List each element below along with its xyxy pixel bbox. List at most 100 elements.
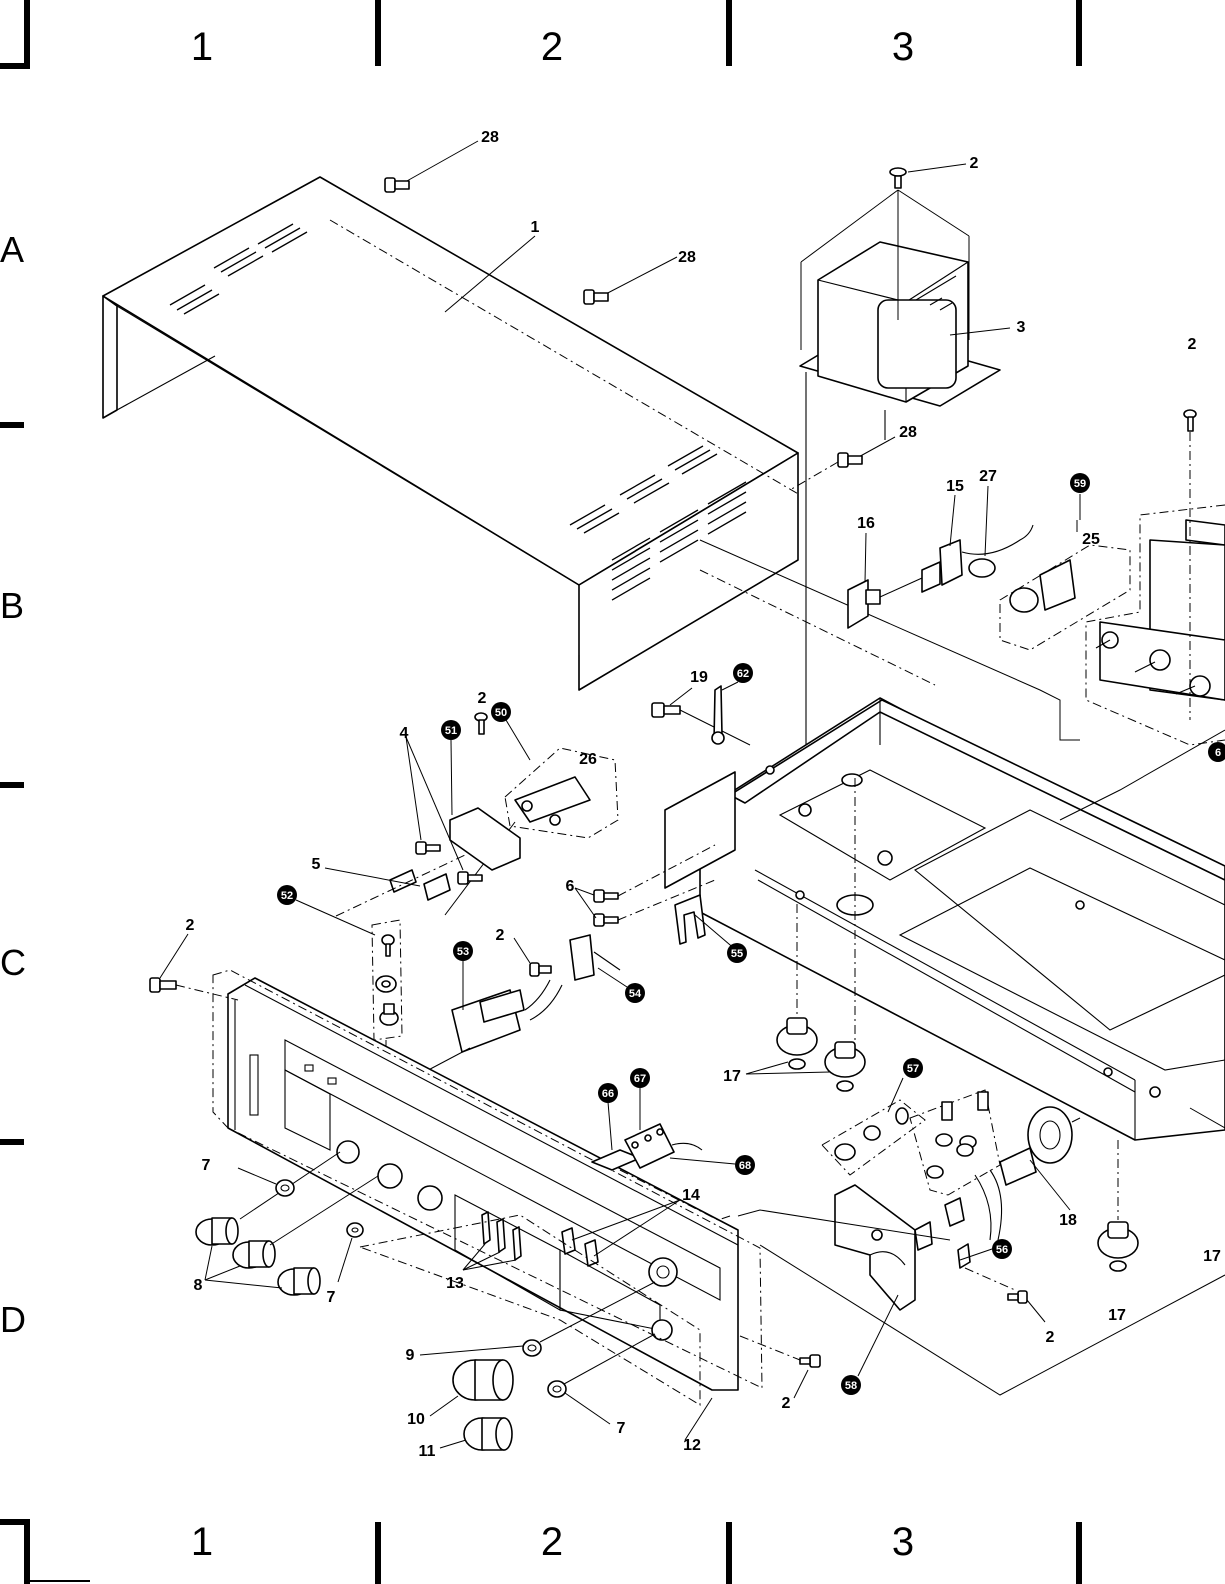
label-16: 16 <box>857 515 875 532</box>
label-18: 18 <box>1059 1212 1077 1229</box>
screw-19 <box>652 703 750 745</box>
terminal-26-group <box>505 748 618 838</box>
numbered-callout-icon: 51 <box>441 720 461 740</box>
svg-text:62: 62 <box>737 668 749 680</box>
connector-5 <box>390 870 450 900</box>
cross-recessed-screw-icon <box>794 1355 820 1398</box>
label-25: 25 <box>1082 531 1100 548</box>
numbered-callout-icon: 62 <box>733 663 753 683</box>
screw-6a <box>594 890 618 902</box>
numbered-callout-icon: 67 <box>630 1068 650 1088</box>
label-26: 26 <box>579 751 597 768</box>
svg-text:55: 55 <box>731 948 743 960</box>
knob-8c <box>278 1268 320 1295</box>
bracket-51 <box>450 808 520 870</box>
label-12: 12 <box>683 1437 701 1454</box>
svg-text:67: 67 <box>634 1073 646 1085</box>
svg-text:50: 50 <box>495 707 507 719</box>
cross-recessed-screw-icon <box>150 978 238 1000</box>
rubber-foot <box>1098 1222 1138 1271</box>
nut-7a <box>276 1180 294 1196</box>
label-10: 10 <box>407 1411 425 1428</box>
cross-recessed-screw-icon <box>514 938 551 976</box>
label-11: 11 <box>419 1443 436 1460</box>
label-15: 15 <box>946 478 964 495</box>
label-8: 8 <box>194 1277 203 1294</box>
knob-assembly-52 <box>372 920 402 1040</box>
label-4: 4 <box>400 725 409 742</box>
cross-recessed-screw-icon <box>890 164 966 188</box>
label-2: 2 <box>186 917 195 934</box>
numbered-callout-icon: 59 <box>1070 473 1090 493</box>
svg-text:53: 53 <box>457 946 469 958</box>
knob-assembly-57 <box>822 1100 925 1175</box>
numbered-callout-icon: 57 <box>903 1058 923 1078</box>
knob-10 <box>453 1360 513 1400</box>
label-7: 7 <box>202 1157 211 1174</box>
cross-recessed-screw-icon <box>385 141 478 192</box>
label-14: 14 <box>682 1187 700 1204</box>
rubber-foot <box>777 1018 817 1069</box>
grid-col-2-top: 2 <box>541 25 563 69</box>
numbered-callout-icon: 50 <box>491 702 511 722</box>
label-19: 19 <box>690 669 708 686</box>
numbered-callout-icon: 56 <box>992 1239 1012 1259</box>
bracket-58 <box>835 1185 915 1310</box>
grid-row-c: C <box>0 942 26 983</box>
cross-recessed-screw-icon <box>1008 1291 1045 1322</box>
label-2: 2 <box>496 927 505 944</box>
grid-col-1-bottom: 1 <box>191 1520 213 1564</box>
grid-col-3-top: 3 <box>892 25 914 69</box>
label-2: 2 <box>1188 336 1197 353</box>
label-28: 28 <box>481 129 499 146</box>
svg-text:52: 52 <box>281 890 293 902</box>
switch-15 <box>922 540 962 592</box>
svg-text:56: 56 <box>996 1244 1008 1256</box>
numbered-callout-icon: 58 <box>841 1375 861 1395</box>
grid-row-a: A <box>0 229 24 270</box>
svg-text:6: 6 <box>1215 747 1221 759</box>
svg-text:58: 58 <box>845 1380 857 1392</box>
grid-row-d: D <box>0 1299 26 1340</box>
numbered-callout-icon: 52 <box>277 885 297 905</box>
clip-54 <box>570 935 620 980</box>
label-7: 7 <box>327 1289 336 1306</box>
label-6: 6 <box>566 878 575 895</box>
numbered-callout-icon: 66 <box>598 1083 618 1103</box>
numbered-callout-icon: 68 <box>735 1155 755 1175</box>
label-2: 2 <box>478 690 487 707</box>
label-17: 17 <box>1108 1307 1126 1324</box>
label-2: 2 <box>1046 1329 1055 1346</box>
numbered-callout-icon: 55 <box>727 943 747 963</box>
label-2: 2 <box>970 155 979 172</box>
cross-recessed-screw-icon <box>475 713 487 734</box>
label-17: 17 <box>1203 1248 1221 1265</box>
switch-group-56 <box>910 1090 1000 1268</box>
svg-text:66: 66 <box>602 1088 614 1100</box>
label-1: 1 <box>531 219 540 236</box>
label-9: 9 <box>406 1347 415 1364</box>
grid-col-1-top: 1 <box>191 25 213 69</box>
label-28: 28 <box>678 249 696 266</box>
knob-8b <box>233 1241 275 1268</box>
screw-6b <box>594 914 618 926</box>
svg-text:57: 57 <box>907 1063 919 1075</box>
label-7: 7 <box>617 1420 626 1437</box>
numbered-callout-icon: 6 <box>1208 742 1225 762</box>
nut-7c <box>548 1381 566 1397</box>
switch-16 <box>848 580 880 628</box>
bracket-62 <box>712 686 724 744</box>
label-2: 2 <box>782 1395 791 1412</box>
knob-8a <box>196 1218 238 1245</box>
svg-text:59: 59 <box>1074 478 1086 490</box>
label-3: 3 <box>1017 319 1026 336</box>
label-17: 17 <box>723 1068 741 1085</box>
grid-col-2-bottom: 2 <box>541 1520 563 1564</box>
svg-text:54: 54 <box>629 988 642 1000</box>
knob-11 <box>464 1418 512 1450</box>
label-5: 5 <box>312 856 321 873</box>
svg-text:68: 68 <box>739 1160 751 1172</box>
component-27 <box>962 525 1033 577</box>
label-13: 13 <box>446 1275 464 1292</box>
